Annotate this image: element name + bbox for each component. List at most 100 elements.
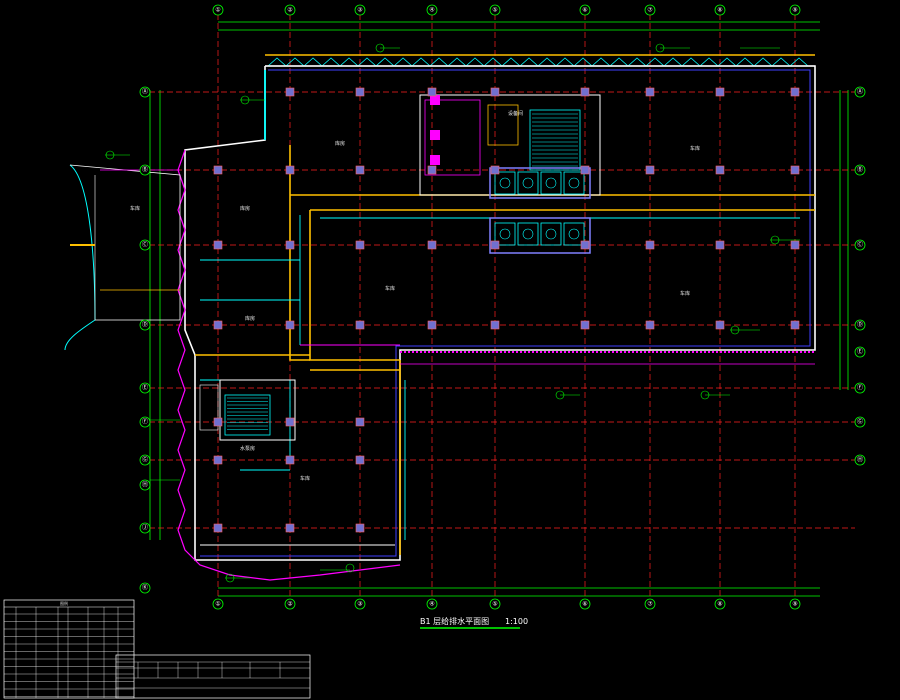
axis-bubble-bottom: ⑥ — [579, 598, 591, 610]
column — [645, 320, 655, 330]
column — [355, 320, 365, 330]
column — [427, 165, 437, 175]
svg-text:Ⓚ: Ⓚ — [142, 584, 148, 592]
caption-title: B1 层给排水平面图 — [420, 616, 489, 626]
svg-text:③: ③ — [357, 7, 362, 14]
svg-text:⑤: ⑤ — [492, 601, 497, 608]
column — [490, 165, 500, 175]
axis-bubble-left: Ⓗ — [139, 479, 151, 491]
column — [285, 523, 295, 533]
notes-table — [115, 654, 311, 699]
svg-text:⑨: ⑨ — [792, 601, 797, 608]
room-label: 车库 — [690, 145, 700, 152]
room-label: 水泵房 — [240, 445, 255, 452]
svg-text:Ⓑ: Ⓑ — [857, 166, 863, 174]
svg-text:Ⓐ: Ⓐ — [857, 88, 863, 96]
axis-bubble-right: Ⓑ — [854, 164, 866, 176]
column — [490, 320, 500, 330]
axis-bubble-left: Ⓐ — [139, 86, 151, 98]
room-label: 车库 — [130, 205, 140, 212]
axis-bubble-bottom: ⑤ — [489, 598, 501, 610]
axis-bubble-top: ⑤ — [489, 4, 501, 16]
svg-text:Ⓑ: Ⓑ — [142, 166, 148, 174]
grid-axes — [140, 14, 855, 600]
svg-text:Ⓕ: Ⓕ — [857, 384, 863, 392]
svg-text:②: ② — [287, 601, 293, 608]
column — [355, 455, 365, 465]
axis-bubble-top: ⑨ — [789, 4, 801, 16]
svg-text:⑨: ⑨ — [792, 7, 797, 14]
column — [213, 320, 223, 330]
svg-text:⑧: ⑧ — [717, 601, 722, 608]
column — [355, 417, 365, 427]
axis-bubble-right: Ⓔ — [854, 346, 866, 358]
axis-bubble-top: ③ — [354, 4, 366, 16]
svg-text:④: ④ — [429, 601, 434, 608]
water-tanks — [489, 167, 591, 254]
svg-text:Ⓓ: Ⓓ — [857, 321, 863, 329]
column — [715, 240, 725, 250]
axis-bubble-left: Ⓙ — [139, 522, 151, 534]
axis-bubble-right: Ⓗ — [854, 454, 866, 466]
svg-text:⑦: ⑦ — [647, 7, 653, 14]
axis-bubble-right: Ⓕ — [854, 382, 866, 394]
axis-bubble-left: Ⓒ — [139, 239, 151, 251]
column — [285, 417, 295, 427]
room-label: 车库 — [680, 290, 690, 297]
column — [285, 240, 295, 250]
svg-text:Ⓗ: Ⓗ — [857, 456, 863, 464]
axis-bubble-left: Ⓑ — [139, 164, 151, 176]
column — [427, 320, 437, 330]
column — [580, 165, 590, 175]
drawing-caption: B1 层给排水平面图 1:100 — [420, 616, 528, 629]
axis-bubble-bottom: ⑧ — [714, 598, 726, 610]
column — [285, 320, 295, 330]
column — [355, 87, 365, 97]
column — [355, 240, 365, 250]
column — [645, 87, 655, 97]
svg-text:Ⓐ: Ⓐ — [142, 88, 148, 96]
axis-bubble-top: ⑧ — [714, 4, 726, 16]
axis-bubble-bottom: ④ — [426, 598, 438, 610]
axis-bubble-left: Ⓚ — [139, 582, 151, 594]
column — [427, 240, 437, 250]
svg-text:Ⓗ: Ⓗ — [142, 481, 148, 489]
column — [715, 320, 725, 330]
axis-bubble-right: Ⓓ — [854, 319, 866, 331]
axis-bubble-right: Ⓒ — [854, 239, 866, 251]
svg-text:④: ④ — [429, 7, 434, 14]
svg-text:Ⓕ: Ⓕ — [142, 418, 148, 426]
svg-text:Ⓒ: Ⓒ — [857, 241, 863, 249]
svg-text:⑧: ⑧ — [717, 7, 722, 14]
svg-text:Ⓖ: Ⓖ — [142, 456, 148, 464]
axis-bubble-top: ② — [284, 4, 296, 16]
column — [715, 87, 725, 97]
exterior-ramp — [64, 164, 181, 351]
axis-bubble-top: ⑦ — [644, 4, 656, 16]
legend-table: 图例 — [3, 599, 135, 699]
column — [490, 240, 500, 250]
column — [213, 165, 223, 175]
axis-bubble-left: Ⓕ — [139, 416, 151, 428]
room-label: 设备间 — [508, 110, 523, 117]
svg-text:Ⓔ: Ⓔ — [857, 348, 863, 356]
column — [213, 455, 223, 465]
left-retaining-wall — [177, 149, 401, 581]
axis-bubble-bottom: ① — [212, 598, 224, 610]
room-label: 车库 — [300, 475, 310, 482]
room-label: 车库 — [385, 285, 395, 292]
column — [355, 165, 365, 175]
column — [580, 87, 590, 97]
svg-text:⑥: ⑥ — [582, 7, 587, 14]
axis-bubble-left: Ⓓ — [139, 319, 151, 331]
column — [355, 523, 365, 533]
svg-text:①: ① — [215, 7, 220, 14]
column — [285, 87, 295, 97]
svg-text:Ⓖ: Ⓖ — [857, 418, 863, 426]
column — [427, 87, 437, 97]
svg-text:①: ① — [215, 601, 220, 608]
svg-text:③: ③ — [357, 601, 362, 608]
column — [490, 87, 500, 97]
